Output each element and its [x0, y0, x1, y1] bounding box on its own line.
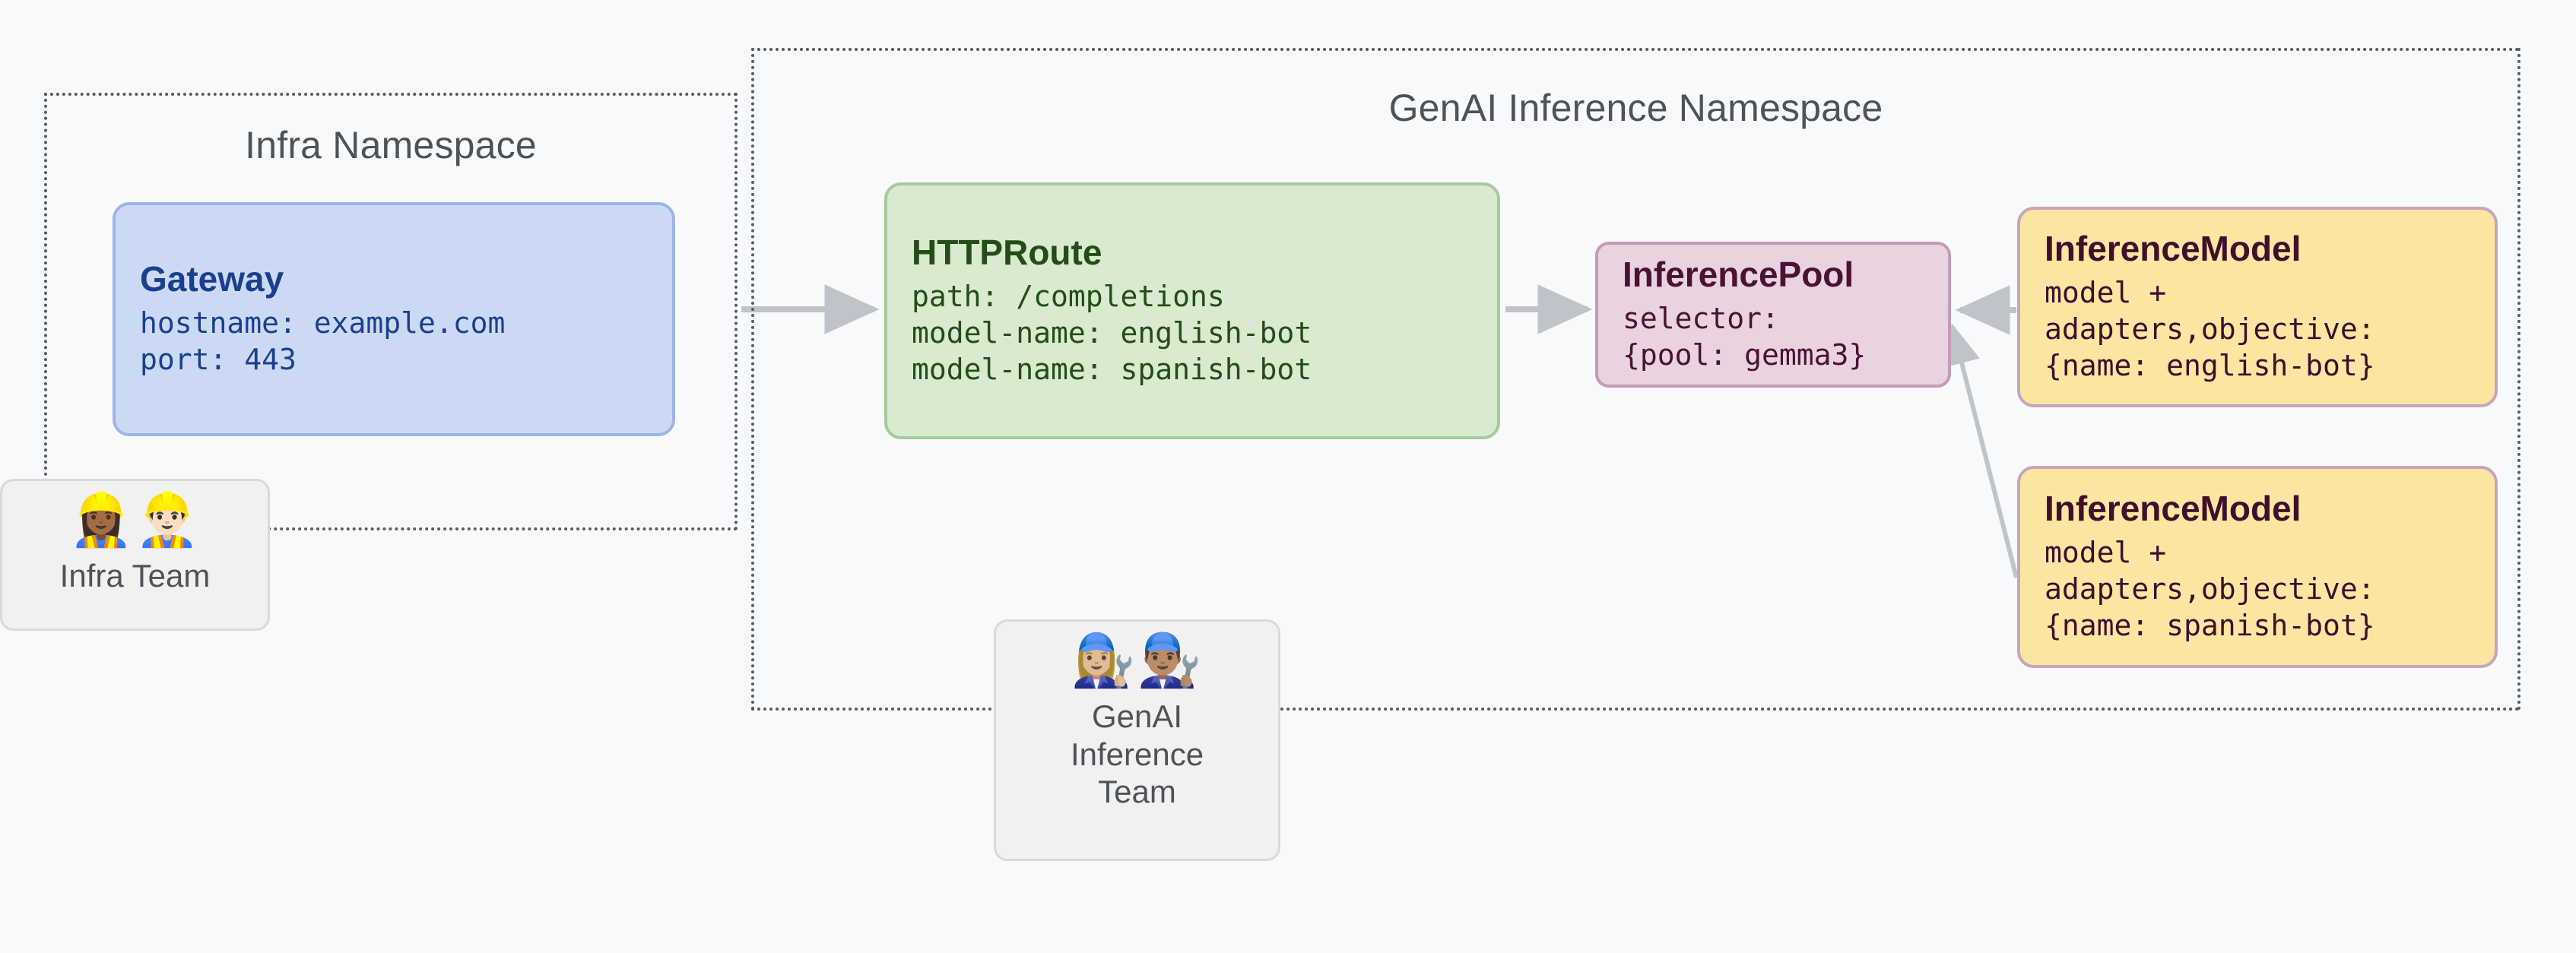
team-card-genai[interactable]: 👩🏼‍🔧👨🏽‍🔧 GenAI Inference Team — [994, 619, 1280, 861]
node-inferencepool-line-2: {pool: gemma3} — [1623, 337, 1867, 372]
node-httproute-title: HTTPRoute — [912, 233, 1102, 273]
node-httproute[interactable]: HTTPRoute path: /completions model-name:… — [884, 182, 1500, 439]
namespace-genai — [751, 48, 2520, 711]
node-inferencemodel-english-content: InferenceModel model + adapters,objectiv… — [2020, 230, 2495, 384]
node-inferencemodel-spanish-line-2: adapters,objective: — [2045, 571, 2375, 606]
node-inferencepool-title: InferencePool — [1623, 255, 1854, 295]
node-inferencepool-line-1: selector: — [1623, 301, 1779, 335]
node-inferencemodel-english-title: InferenceModel — [2045, 229, 2302, 269]
node-inferencemodel-spanish-line-3: {name: spanish-bot} — [2045, 608, 2375, 642]
node-inferencemodel-spanish-title: InferenceModel — [2045, 489, 2302, 529]
node-inferencemodel-english[interactable]: InferenceModel model + adapters,objectiv… — [2017, 207, 2498, 407]
node-inferencemodel-spanish-line-1: model + — [2045, 535, 2167, 569]
node-gateway-content: Gateway hostname: example.com port: 443 — [116, 260, 672, 378]
node-inferencemodel-spanish-content: InferenceModel model + adapters,objectiv… — [2020, 489, 2495, 644]
node-gateway-line-2: port: 443 — [140, 342, 297, 376]
namespace-infra — [44, 93, 738, 530]
node-inferencemodel-english-line-1: model + — [2045, 275, 2167, 309]
node-inferencemodel-english-line-3: {name: english-bot} — [2045, 348, 2375, 382]
node-gateway[interactable]: Gateway hostname: example.com port: 443 — [113, 202, 675, 436]
namespace-infra-title: Infra Namespace — [245, 124, 537, 166]
node-gateway-title: Gateway — [140, 259, 284, 299]
genai-team-label: GenAI Inference Team — [1070, 698, 1204, 810]
node-inferencepool-content: InferencePool selector: {pool: gemma3} — [1598, 255, 1948, 373]
node-inferencemodel-english-line-2: adapters,objective: — [2045, 312, 2375, 346]
node-httproute-line-3: model-name: spanish-bot — [912, 352, 1312, 386]
team-card-infra[interactable]: 👷🏾‍♀️👷🏻‍♂️ Infra Team — [0, 479, 270, 631]
namespace-genai-title: GenAI Inference Namespace — [1388, 87, 1883, 129]
node-inferencemodel-spanish[interactable]: InferenceModel model + adapters,objectiv… — [2017, 466, 2498, 668]
node-httproute-line-1: path: /completions — [912, 279, 1225, 313]
infra-team-label: Infra Team — [59, 558, 211, 594]
infra-team-avatars: 👷🏾‍♀️👷🏻‍♂️ — [68, 490, 201, 550]
node-gateway-line-1: hostname: example.com — [140, 306, 506, 340]
node-httproute-content: HTTPRoute path: /completions model-name:… — [887, 233, 1497, 388]
genai-team-avatars: 👩🏼‍🔧👨🏽‍🔧 — [1071, 631, 1204, 691]
node-httproute-line-2: model-name: english-bot — [912, 315, 1312, 350]
node-inferencepool[interactable]: InferencePool selector: {pool: gemma3} — [1595, 242, 1951, 388]
